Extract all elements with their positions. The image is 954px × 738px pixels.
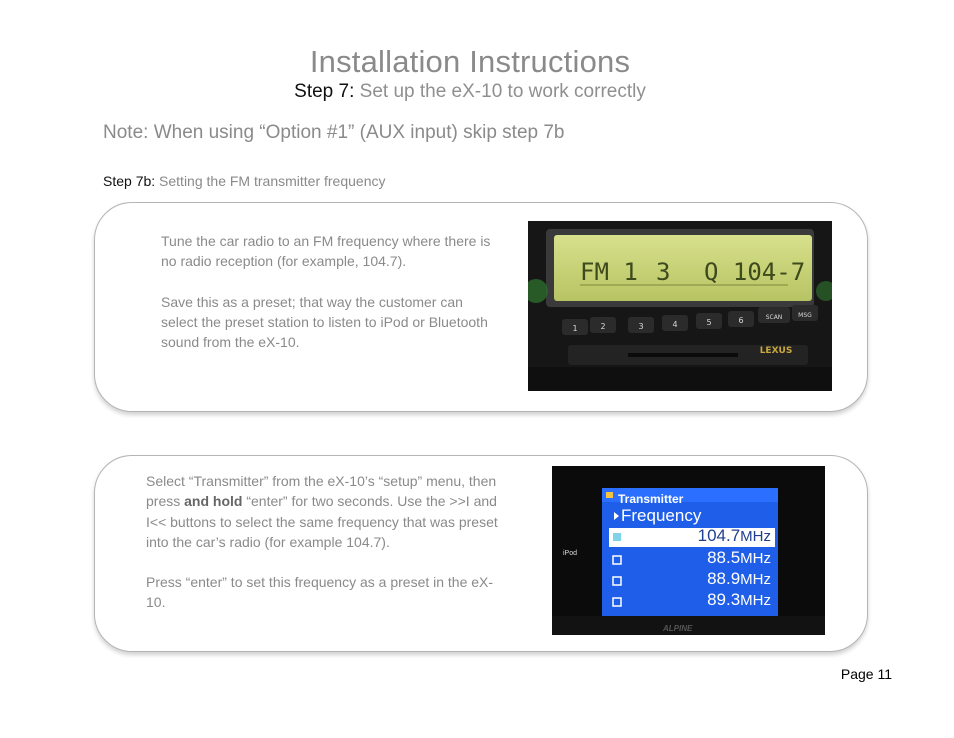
frequency-row-selected: 104.7MHz	[621, 526, 771, 546]
instruction-panel-transmitter: Select “Transmitter” from the eX-10’s “s…	[94, 455, 868, 652]
frequency-unit: MHz	[740, 550, 771, 567]
step-label: Step 7:	[294, 81, 355, 102]
checkbox-icon	[612, 555, 622, 565]
checkbox-icon	[612, 597, 622, 607]
radio-button-label: MSG	[798, 312, 812, 319]
radio-button-label: 2	[600, 322, 605, 331]
screen-title: Transmitter	[618, 492, 684, 506]
device-side-label: iPod	[563, 550, 578, 557]
radio-button-label: SCAN	[766, 314, 783, 321]
radio-button-label: 4	[672, 320, 677, 329]
transmitter-screen-photo: Transmitter Frequency 104.7MHz 88.5MHz 8…	[552, 466, 825, 635]
lcd-band: FM 1	[580, 258, 638, 286]
panel-radio-paragraph-1: Tune the car radio to an FM frequency wh…	[161, 233, 491, 270]
instruction-panel-radio: Tune the car radio to an FM frequency wh…	[94, 202, 868, 412]
frequency-unit: MHz	[740, 592, 771, 609]
panel-transmitter-text-b: “enter” for two seconds. Use the >>I and…	[146, 493, 498, 550]
frequency-value: 88.5	[707, 548, 741, 567]
radio-button-label: 5	[706, 318, 711, 327]
checkbox-icon	[613, 533, 621, 541]
frequency-value: 104.7	[697, 526, 741, 545]
checkbox-icon	[612, 576, 622, 586]
menu-icon	[606, 492, 613, 498]
page-number: Page 11	[840, 666, 892, 682]
panel-transmitter-paragraph-1: Select “Transmitter” from the eX-10’s “s…	[146, 471, 501, 552]
panel-transmitter-paragraph-2: Press “enter” to set this frequency as a…	[146, 574, 494, 611]
screen-heading: Frequency	[621, 506, 702, 525]
panel-transmitter-text-a: Select “Transmitter” from the eX-10’s “s…	[146, 473, 497, 510]
radio-brand: LEXUS	[760, 346, 793, 356]
panel-transmitter-bold: and hold	[184, 493, 243, 510]
panel-radio-paragraph-2: Save this as a preset; that way the cust…	[161, 293, 488, 351]
substep-heading: Step 7b: Setting the FM transmitter freq…	[103, 173, 385, 189]
transmitter-screen-illustration	[552, 466, 825, 635]
frequency-value: 88.9	[707, 569, 741, 588]
radio-button-label: 6	[738, 316, 743, 325]
frequency-value: 89.3	[707, 590, 741, 609]
frequency-unit: MHz	[740, 571, 771, 588]
panel-radio-text: Tune the car radio to an FM frequency wh…	[161, 231, 496, 352]
frequency-row: 89.3MHz	[621, 590, 771, 610]
radio-preset-buttons: 1 2 3 4 5 6 SCAN MSG	[562, 305, 818, 335]
selected-row-highlight	[609, 528, 775, 547]
panel-transmitter-text: Select “Transmitter” from the eX-10’s “s…	[146, 471, 501, 613]
lcd-preset: 3	[656, 258, 670, 286]
radio-button-label: 1	[572, 324, 577, 333]
radio-button-label: 3	[638, 322, 643, 331]
step-heading: Step 7: Set up the eX-10 to work correct…	[0, 81, 940, 103]
page-title: Installation Instructions	[309, 44, 631, 79]
frequency-row: 88.5MHz	[621, 548, 771, 568]
device-screen	[602, 488, 778, 618]
frequency-unit: MHz	[740, 528, 771, 545]
car-radio-photo: FM 1 3 Q 104-7 1 2 3 4 5 6 SCAN MSG	[528, 221, 832, 391]
device-brand: ALPINE	[663, 624, 693, 633]
substep-text: Setting the FM transmitter frequency	[159, 173, 386, 189]
step-text: Set up the eX-10 to work correctly	[359, 81, 646, 102]
substep-label: Step 7b:	[103, 173, 156, 189]
frequency-row: 88.9MHz	[621, 569, 771, 589]
arrow-right-icon	[614, 512, 619, 520]
car-radio-illustration: FM 1 3 Q 104-7 1 2 3 4 5 6 SCAN MSG	[528, 221, 832, 391]
lcd-frequency: Q 104-7	[704, 258, 805, 286]
note-text: Note: When using “Option #1” (AUX input)…	[103, 122, 565, 143]
